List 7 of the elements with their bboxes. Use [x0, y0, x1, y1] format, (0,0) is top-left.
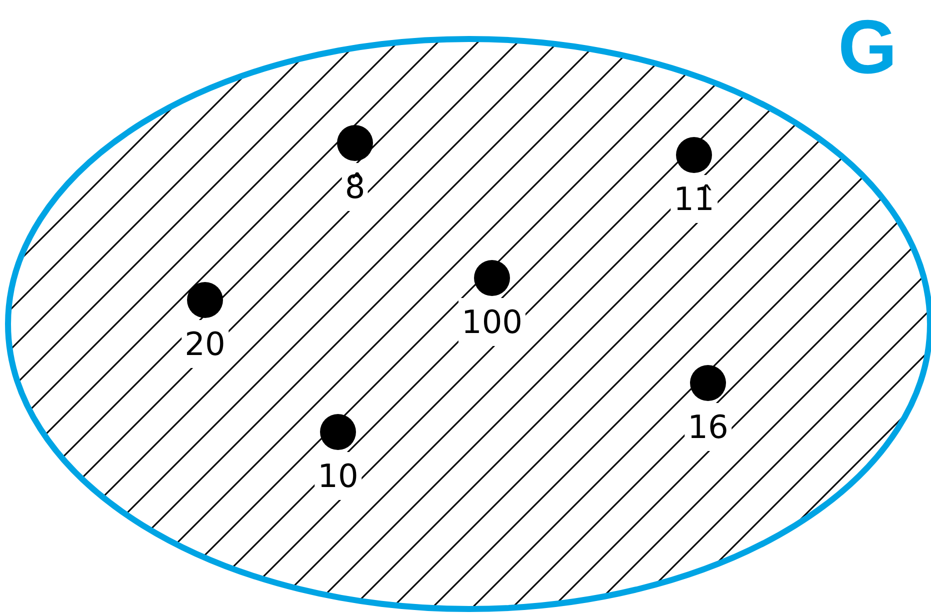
set-label: G	[838, 10, 898, 86]
point-label: 100	[458, 298, 526, 346]
point-label: 16	[684, 403, 732, 451]
point-label: 10	[314, 452, 362, 500]
point-label: 20	[182, 320, 228, 368]
point-label: 11̂	[670, 175, 718, 223]
point-label: 8̂	[342, 163, 368, 211]
